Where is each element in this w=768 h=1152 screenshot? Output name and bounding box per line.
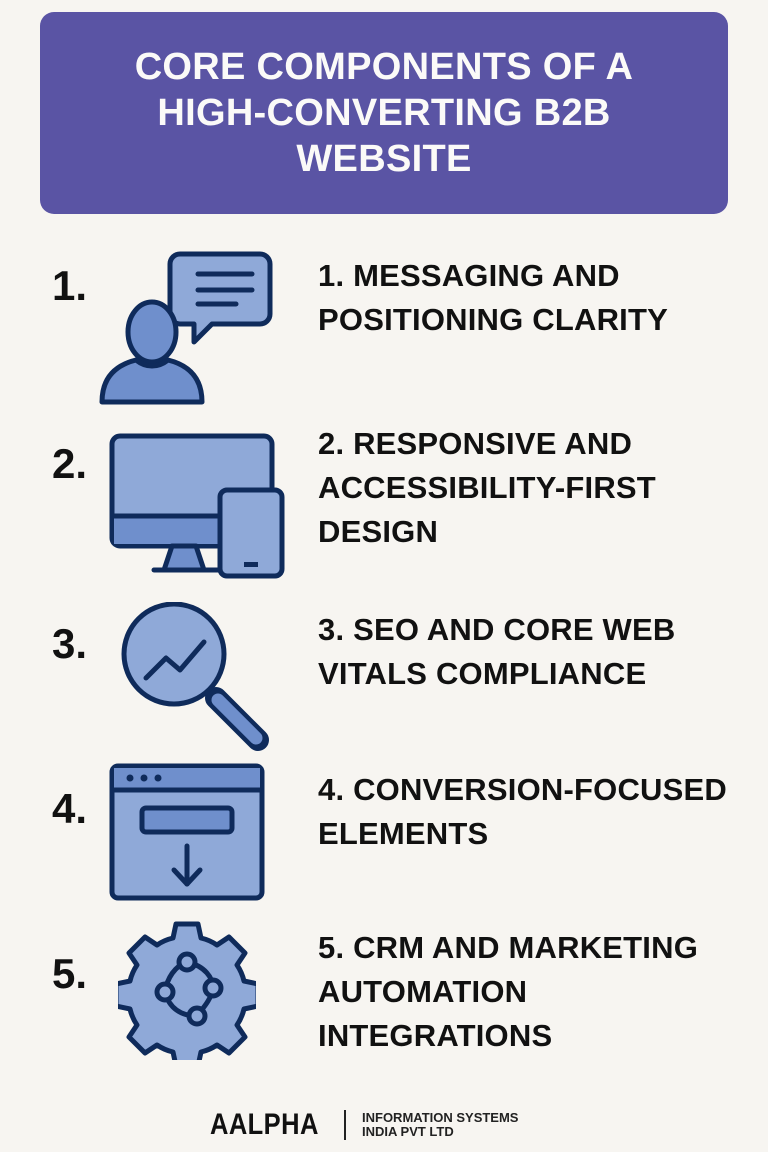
company-name: INFORMATION SYSTEMS INDIA PVT LTD [362,1111,518,1139]
divider [344,1110,346,1140]
company-line-2: INDIA PVT LTD [362,1124,454,1139]
monitor-tablet-icon [109,433,285,579]
browser-form-arrow-icon [109,763,265,901]
item-label: 2. RESPONSIVE AND ACCESSIBILITY-FIRST DE… [318,426,656,549]
company-line-1: INFORMATION SYSTEMS [362,1110,519,1125]
brand-logo: AALPHA [210,1108,319,1141]
item-number: 2. [52,440,88,487]
item-number: 4. [52,785,88,832]
page-title: CORE COMPONENTS OF A HIGH-CONVERTING B2B… [134,46,634,180]
item-number: 3. [52,620,88,667]
item-label: 5. CRM AND MARKETING AUTOMATION INTEGRAT… [318,930,699,1053]
footer-brand: AALPHA INFORMATION SYSTEMS INDIA PVT LTD [210,1108,518,1142]
magnifier-trend-icon [121,602,269,751]
item-number: 1. [52,262,88,309]
item-label: 1. MESSAGING AND POSITIONING CLARITY [318,258,668,337]
item-number: 5. [52,950,88,997]
item-label: 3. SEO AND CORE WEB VITALS COMPLIANCE [318,612,676,691]
item-label: 4. CONVERSION-FOCUSED ELEMENTS [318,772,727,851]
person-speech-bubble-icon [99,251,273,405]
gear-network-icon [118,921,256,1060]
title-banner: CORE COMPONENTS OF A HIGH-CONVERTING B2B… [40,12,728,214]
